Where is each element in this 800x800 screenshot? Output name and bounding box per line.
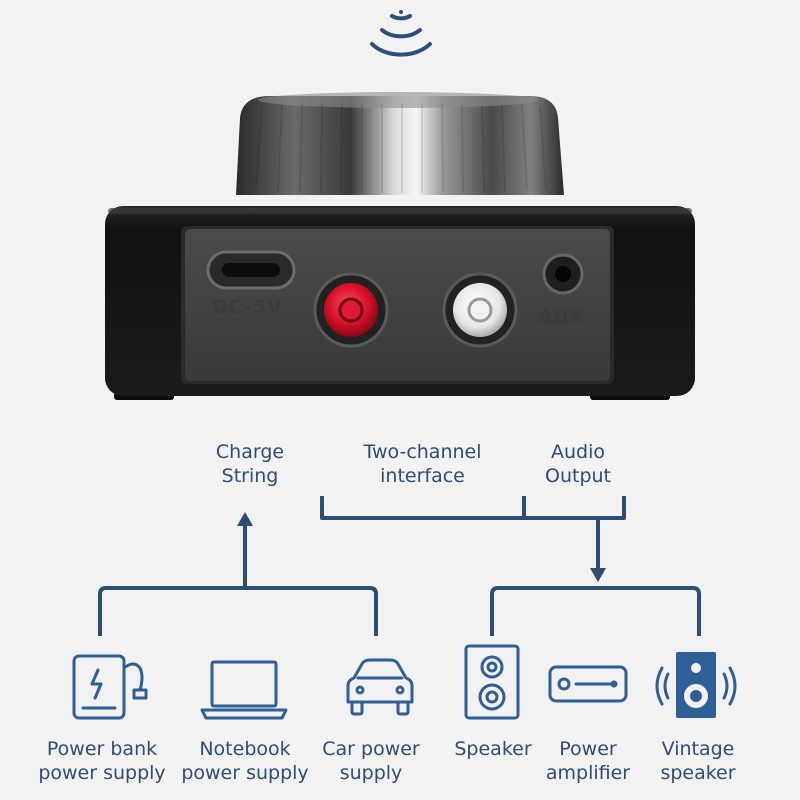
wireless-signal-icon: [370, 10, 432, 57]
aux-port-label: AUX: [538, 306, 586, 328]
rca-left-label: L: [470, 352, 484, 377]
device-illustration: [105, 10, 695, 400]
volume-knob: [236, 92, 564, 195]
car-icon: [346, 658, 414, 716]
audio-interface-bracket: [320, 496, 626, 520]
outputs-bracket: [490, 586, 701, 636]
power-sources-bracket: [98, 586, 378, 636]
rca-right-port: [313, 272, 389, 348]
vintage-speaker-icon: [655, 652, 737, 718]
notebook-icon: [200, 660, 288, 720]
rca-right-label: R: [339, 352, 356, 377]
dc-port: [206, 250, 296, 290]
down-arrow-icon: [590, 568, 606, 582]
rca-left-port: [442, 272, 518, 348]
amplifier-icon: [548, 665, 628, 703]
power-bank-icon: [72, 654, 148, 720]
speaker-caption: Speaker: [454, 738, 532, 760]
up-arrow-icon: [237, 512, 253, 526]
dc-port-label: DC-5V: [212, 296, 283, 318]
speaker-icon: [464, 644, 520, 720]
aux-port: [542, 253, 584, 295]
